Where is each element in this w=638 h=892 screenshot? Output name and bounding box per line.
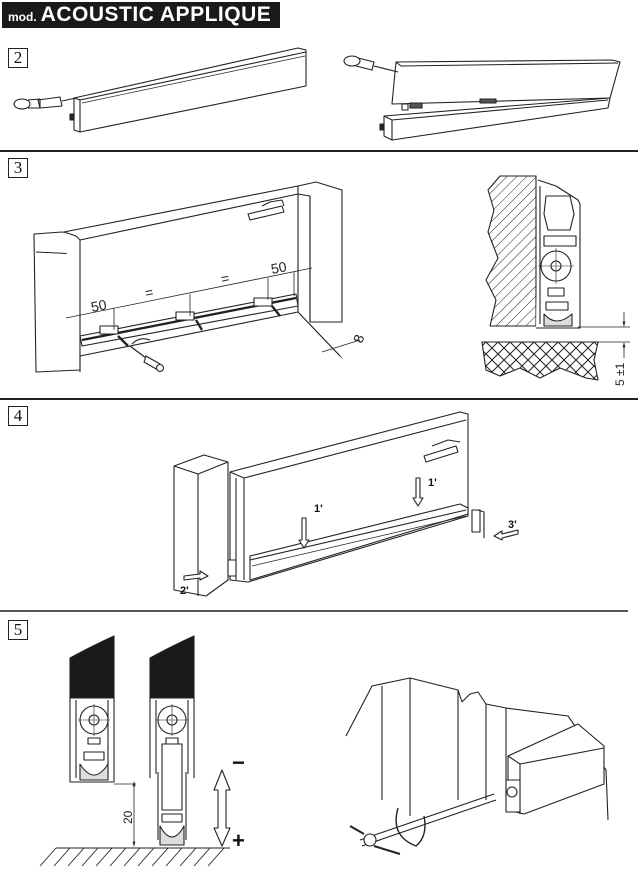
dim-floor-gap: 5 ±1 [613,362,627,386]
step-number-3: 3 [8,158,28,178]
seal-profile-retracted [69,635,115,783]
arrow-label-3: 3' [508,519,517,531]
arrow-down-icon [298,517,310,549]
screwdriver-icon [343,55,399,73]
step3-dimension-lines [65,267,361,353]
model-prefix: mod. [8,10,37,24]
step-number-2: 2 [8,48,28,68]
arrow-right-icon [183,570,209,581]
floor-cross-hatch [481,341,599,381]
arrow-label-1a: 1' [314,503,323,515]
arrow-left-icon [493,529,519,541]
dim-drop-20: 20 [121,810,135,824]
floor-gap-dimension [578,312,630,358]
wall-hatch-section [485,175,537,327]
document-title: ACOUSTIC APPLIQUE [40,3,272,26]
step-number-4: 4 [8,406,28,426]
screwdriver-icon [129,338,165,373]
step4-door-drawing [173,411,485,597]
dim-equal-2: = [220,270,231,287]
adjust-plus-label: + [232,828,245,853]
dim-equal-1: = [144,284,155,301]
seal-profile-extended [149,635,195,846]
adjust-double-arrow-icon [213,769,231,847]
step5-perspective-drawing [345,677,609,855]
dim-left-50: 50 [90,296,109,315]
section-divider [0,150,638,152]
step3-door-drawing [33,181,343,373]
step2-closed-seal-drawing [69,47,307,133]
arrow-label-2: 2' [180,585,189,597]
arrow-label-1b: 1' [428,477,437,489]
section-divider [0,610,628,612]
drop-dimension [114,781,136,847]
floor-line-hatch [39,847,230,867]
screwdriver-icon [13,96,77,110]
section-divider [0,398,638,400]
document-title-bar: mod. ACOUSTIC APPLIQUE [2,2,280,28]
seal-profile-section [536,179,581,329]
step-number-5: 5 [8,620,28,640]
dim-setback-8: 8 [350,332,368,345]
dim-right-50: 50 [270,258,289,277]
arrow-down-icon [412,477,424,507]
step2-open-seal-drawing [379,59,621,141]
adjust-minus-label: − [232,750,245,775]
